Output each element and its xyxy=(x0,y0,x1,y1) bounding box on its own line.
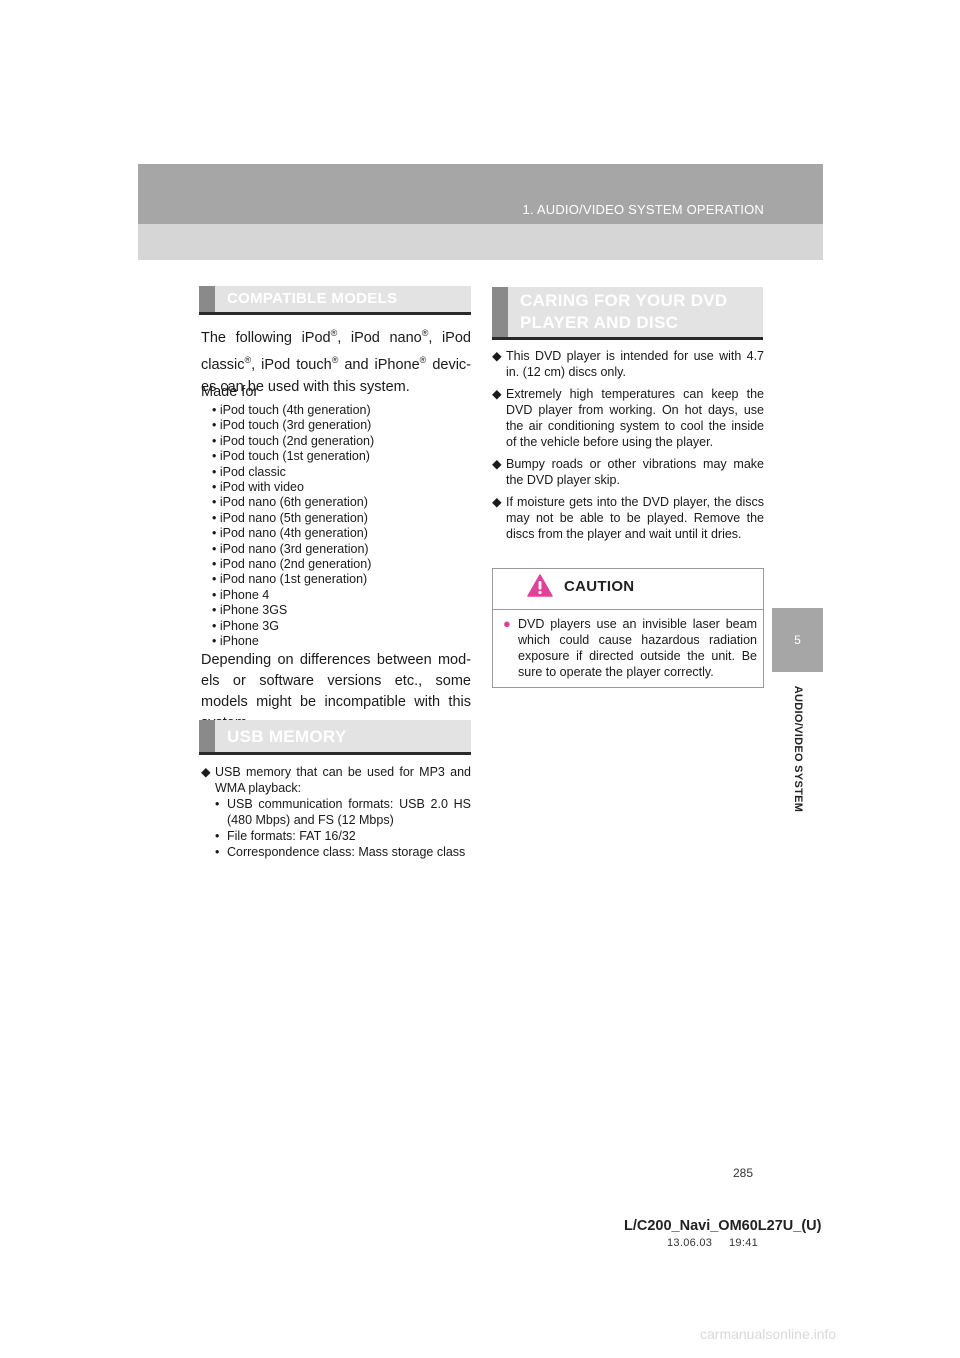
caution-text: ● DVD players use an invisible laser bea… xyxy=(503,616,757,679)
section-title: COMPATIBLE MODELS xyxy=(227,290,398,307)
header-band xyxy=(138,164,823,224)
diamond-bullet-icon: ◆ xyxy=(492,457,502,471)
usb-lead-item: ◆ USB memory that can be used for MP3 an… xyxy=(201,765,471,795)
section-marker xyxy=(492,287,508,337)
diamond-bullet-icon: ◆ xyxy=(201,765,211,779)
chapter-number-tab: 5 xyxy=(772,608,823,672)
section-header-compatible-models: COMPATIBLE MODELS xyxy=(199,286,471,315)
list-item: iPod touch (1st generation) xyxy=(212,449,374,464)
section-header-usb-memory: USB MEMORY xyxy=(199,720,471,755)
list-item: iPod nano (3rd generation) xyxy=(212,542,374,557)
list-item: iPod nano (2nd generation) xyxy=(212,557,374,572)
list-item: ◆This DVD player is intended for use wit… xyxy=(492,349,764,379)
bullet-icon: • xyxy=(215,829,220,843)
chapter-title: 1. AUDIO/VIDEO SYSTEM OPERATION xyxy=(522,202,764,217)
section-title: USB MEMORY xyxy=(227,727,347,746)
list-item: iPod with video xyxy=(212,480,374,495)
list-item: iPhone 3G xyxy=(212,619,374,634)
watermark: carmanualsonline.info xyxy=(700,1326,837,1342)
caution-box: CAUTION ● DVD players use an invisible l… xyxy=(492,568,764,688)
list-item: iPod nano (1st generation) xyxy=(212,572,374,587)
list-item: ◆Extremely high temperatures can keep th… xyxy=(492,387,764,449)
chapter-side-label-text: AUDIO/VIDEO SYSTEM xyxy=(791,685,804,812)
diamond-bullet-icon: ◆ xyxy=(492,495,502,509)
list-item: iPod touch (2nd generation) xyxy=(212,434,374,449)
page-number: 285 xyxy=(733,1166,754,1180)
bullet-icon: • xyxy=(215,797,220,811)
registered-mark: ® xyxy=(331,354,339,365)
diamond-bullet-icon: ◆ xyxy=(492,349,502,363)
section-marker xyxy=(199,286,215,312)
registered-mark: ® xyxy=(419,354,427,365)
caution-divider xyxy=(493,609,763,610)
header-subband xyxy=(138,224,823,260)
usb-memory-content: ◆ USB memory that can be used for MP3 an… xyxy=(201,764,471,860)
section-marker xyxy=(199,720,215,752)
bullet-icon: • xyxy=(215,845,220,859)
caution-header: CAUTION xyxy=(493,569,763,609)
list-item: iPod nano (5th generation) xyxy=(212,511,374,526)
usb-spec-list: •USB communication formats: USB 2.0 HS (… xyxy=(201,796,471,860)
list-item: iPod nano (4th generation) xyxy=(212,526,374,541)
list-item: ◆Bumpy roads or other vibrations may mak… xyxy=(492,457,764,487)
circle-bullet-icon: ● xyxy=(503,616,511,631)
list-item: iPhone 4 xyxy=(212,588,374,603)
list-item: •Correspondence class: Mass storage clas… xyxy=(215,845,466,859)
list-item: iPod nano (6th generation) xyxy=(212,495,374,510)
caution-title: CAUTION xyxy=(564,578,635,595)
document-timestamp: 13.06.03 19:41 xyxy=(667,1237,759,1249)
compatible-intro: The following iPod®, iPod nano®, iPod cl… xyxy=(201,328,471,395)
made-for-label: Made for xyxy=(201,384,259,400)
list-item: •File formats: FAT 16/32 xyxy=(215,829,356,843)
dvd-care-list: ◆This DVD player is intended for use wit… xyxy=(492,348,764,548)
diamond-bullet-icon: ◆ xyxy=(492,387,502,401)
list-item: iPod touch (4th generation) xyxy=(212,403,374,418)
registered-mark: ® xyxy=(330,328,338,338)
registered-mark: ® xyxy=(421,328,429,338)
list-item: iPod classic xyxy=(212,465,374,480)
section-header-dvd-care: CARING FOR YOUR DVD PLAYER AND DISC xyxy=(492,287,763,340)
list-item: •USB communication formats: USB 2.0 HS (… xyxy=(215,797,471,827)
chapter-side-label: AUDIO/VIDEO SYSTEM xyxy=(772,676,823,821)
list-item: iPod touch (3rd generation) xyxy=(212,418,374,433)
warning-triangle-icon xyxy=(527,574,553,597)
compatible-models-list: iPod touch (4th generation) iPod touch (… xyxy=(212,403,374,650)
section-title: CARING FOR YOUR DVD PLAYER AND DISC xyxy=(520,291,728,332)
registered-mark: ® xyxy=(244,354,252,365)
list-item: iPhone 3GS xyxy=(212,603,374,618)
document-id: L/C200_Navi_OM60L27U_(U) xyxy=(624,1218,822,1234)
list-item: ◆If moisture gets into the DVD player, t… xyxy=(492,495,764,541)
list-item: iPhone xyxy=(212,634,374,649)
